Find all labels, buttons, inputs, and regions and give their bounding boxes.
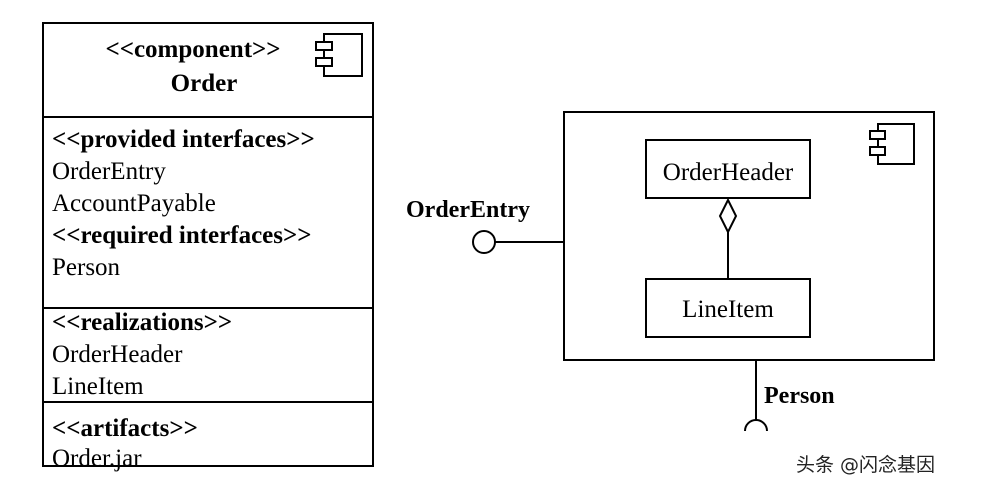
class-name-orderheader: OrderHeader: [663, 159, 794, 186]
class-box-lineitem: [645, 278, 811, 338]
component-spec-box: <<component>> Order <<provided interface…: [42, 22, 374, 472]
provided-interface-item: AccountPayable: [52, 190, 216, 217]
realization-item: OrderHeader: [52, 341, 183, 368]
provided-interface-ball: [472, 230, 496, 254]
artifact-item: Order.jar: [52, 445, 142, 472]
required-interfaces-heading: <<required interfaces>>: [52, 222, 312, 249]
provided-interfaces-heading: <<provided interfaces>>: [52, 126, 315, 153]
artifacts-heading: <<artifacts>>: [52, 415, 198, 442]
required-interface-socket: [744, 419, 768, 432]
class-box-orderheader: [645, 139, 811, 199]
required-interface-label: Person: [764, 383, 835, 409]
realizations-heading: <<realizations>>: [52, 309, 233, 336]
class-name-lineitem: LineItem: [682, 296, 774, 323]
artifacts-section: <<artifacts>> Order.jar: [44, 401, 372, 472]
component-stereotype: <<component>>: [105, 36, 281, 63]
required-interface-item: Person: [52, 254, 121, 281]
interfaces-section: <<provided interfaces>> OrderEntry Accou…: [44, 116, 372, 307]
component-header-section: <<component>> Order: [44, 24, 372, 116]
realization-item: LineItem: [52, 373, 144, 400]
realizations-section: <<realizations>> OrderHeader LineItem: [44, 307, 372, 401]
provided-interface-item: OrderEntry: [52, 158, 166, 185]
watermark: 头条 @闪念基因: [796, 454, 936, 476]
component-name: Order: [170, 70, 238, 97]
component-icon: [315, 33, 363, 77]
provided-interface-label: OrderEntry: [406, 197, 530, 223]
component-icon: [869, 123, 915, 165]
